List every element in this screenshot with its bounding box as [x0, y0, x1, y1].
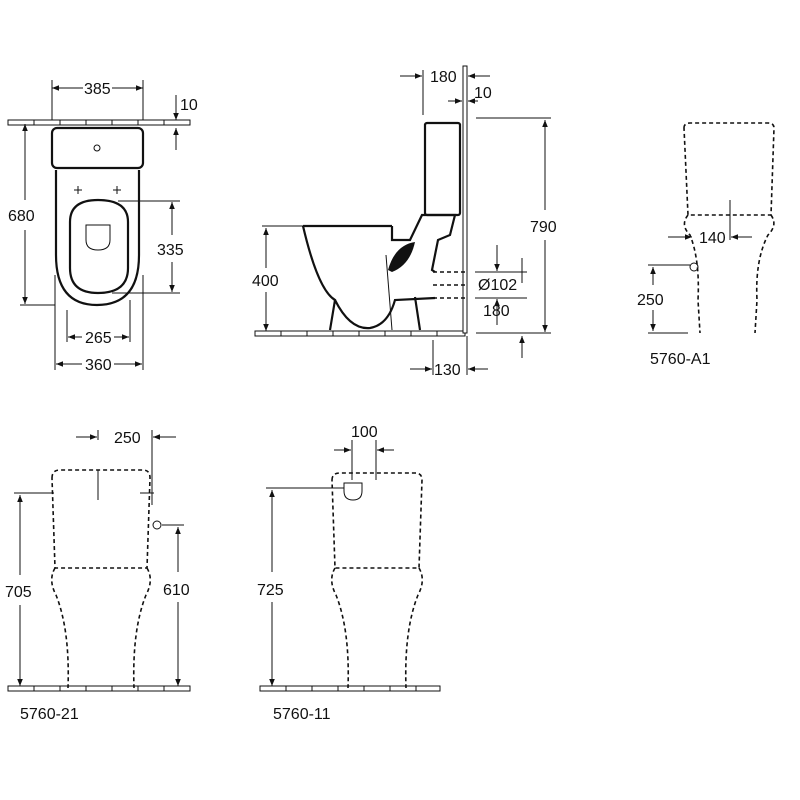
bowl-side	[301, 224, 436, 331]
trap-section	[388, 242, 415, 272]
front-view-a1: 140 250 5760-A1	[637, 122, 775, 368]
cistern-side	[423, 121, 462, 217]
dim-tank-depth: 180	[430, 69, 457, 86]
dim-outlet-diameter: Ø102	[478, 277, 517, 294]
wall	[462, 65, 468, 334]
front-view-11: 100 725 5760-11	[257, 424, 441, 723]
dim-outlet-height: 180	[483, 303, 510, 320]
dim-wall-gap: 10	[180, 97, 198, 114]
dim-side-wall-gap: 10	[474, 85, 492, 102]
dim-total-height-21: 705	[5, 584, 32, 601]
dim-seat-width: 265	[85, 330, 112, 347]
water-inlet-icon	[152, 520, 162, 530]
dim-button-offset-11: 100	[351, 424, 378, 441]
cistern-outline	[50, 126, 145, 170]
dim-bowl-width: 360	[85, 357, 112, 374]
wall-tiles	[7, 119, 191, 126]
dim-seat-height: 400	[252, 273, 279, 290]
dim-inlet-offset-21: 250	[114, 430, 141, 447]
flush-button-icon	[93, 144, 101, 152]
dim-inlet-height-a1: 250	[637, 292, 664, 309]
flush-button-icon	[343, 482, 363, 501]
seat-opening	[68, 198, 130, 295]
front-view-21: 250 705 610 5760-21	[5, 430, 191, 723]
dim-total-height: 790	[530, 219, 557, 236]
water-inlet-icon	[689, 262, 699, 272]
dim-seat-length: 335	[157, 242, 184, 259]
dim-inlet-height-21: 610	[163, 582, 190, 599]
bowl-outline	[54, 170, 141, 307]
side-view: 180 10 790 400 Ø102 180 130	[252, 65, 557, 379]
hinge-marks	[74, 186, 121, 194]
top-view: 385 10 680 335 265 360	[7, 80, 198, 374]
dim-outlet-offset: 130	[434, 362, 461, 379]
dim-total-height-11: 725	[257, 582, 284, 599]
model-label-21: 5760-21	[20, 706, 79, 723]
seat-hole	[85, 224, 111, 251]
dim-tank-width: 385	[84, 81, 111, 98]
dim-inlet-offset-a1: 140	[699, 230, 726, 247]
model-label-11: 5760-11	[273, 706, 331, 723]
dim-depth: 680	[8, 208, 35, 225]
model-label-a1: 5760-A1	[650, 351, 711, 368]
